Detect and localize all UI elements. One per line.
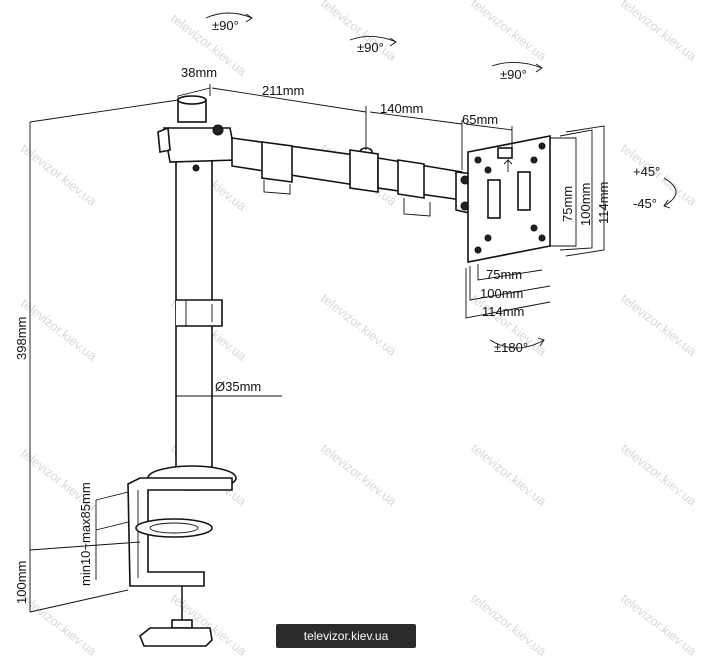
vesa-h-75-label: 75mm bbox=[560, 186, 575, 222]
desk-clamp bbox=[127, 465, 237, 647]
rotation-arc-icon bbox=[349, 36, 397, 47]
watermark: televizor.kiev.ua bbox=[618, 0, 700, 64]
rotation-label: ±180° bbox=[494, 340, 528, 355]
clamp-height-label: 100mm bbox=[14, 561, 29, 604]
rotation-indicators bbox=[205, 12, 677, 349]
watermark: televizor.kiev.ua bbox=[468, 441, 550, 510]
watermark-badge: televizor.kiev.ua bbox=[276, 624, 416, 648]
cable-clip bbox=[176, 299, 223, 327]
tilt-up-label: +45° bbox=[633, 164, 660, 179]
rotation-arc-icon bbox=[489, 337, 545, 349]
clamp-handle bbox=[139, 627, 213, 647]
vesa-h-100-label: 100mm bbox=[578, 183, 593, 226]
vesa-v-75-label: 75mm bbox=[486, 267, 522, 282]
vesa-h-114-label: 114mm bbox=[596, 182, 611, 224]
tilt-arc-icon bbox=[663, 177, 677, 209]
pole-cap-label: 38mm bbox=[181, 65, 217, 80]
pole-height-label: 398mm bbox=[14, 317, 29, 360]
watermark: televizor.kiev.ua bbox=[618, 291, 700, 360]
arm-elbow bbox=[349, 149, 379, 193]
rotation-arc-icon bbox=[491, 62, 543, 73]
watermark: televizor.kiev.ua bbox=[468, 591, 550, 660]
watermark: televizor.kiev.ua bbox=[468, 0, 550, 64]
watermark: televizor.kiev.ua bbox=[618, 591, 700, 660]
arm-1-label: 211mm bbox=[262, 83, 304, 98]
vesa-plate bbox=[467, 135, 551, 263]
watermark: televizor.kiev.ua bbox=[318, 441, 400, 510]
arm-3-label: 65mm bbox=[462, 112, 498, 127]
watermark-layer: televizor.kiev.ua televizor.kiev.ua tele… bbox=[18, 0, 700, 659]
arm bbox=[157, 124, 475, 217]
pole-swivel-label: ±90° bbox=[212, 18, 239, 33]
watermark: televizor.kiev.ua bbox=[318, 291, 400, 360]
clamp-pad bbox=[135, 518, 213, 538]
arm-swivel-label: ±90° bbox=[357, 40, 384, 55]
dimension-lines bbox=[29, 84, 605, 613]
pole-diameter-label: Ø35mm bbox=[215, 379, 261, 394]
vesa-v-114-label: 114mm bbox=[482, 304, 524, 319]
clamp-range-label: min10~max85mm bbox=[78, 482, 93, 586]
pole bbox=[175, 95, 223, 483]
joint-knob bbox=[157, 126, 171, 153]
rotation-arc-icon bbox=[205, 12, 253, 23]
arm-segment-1 bbox=[231, 137, 363, 187]
arm-joint bbox=[163, 127, 237, 163]
watermark: televizor.kiev.ua bbox=[618, 441, 700, 510]
vesa-v-100-label: 100mm bbox=[480, 286, 523, 301]
arm-2-label: 140mm bbox=[380, 101, 423, 116]
head-swivel-label: ±90° bbox=[500, 67, 527, 82]
tilt-down-label: -45° bbox=[633, 196, 657, 211]
